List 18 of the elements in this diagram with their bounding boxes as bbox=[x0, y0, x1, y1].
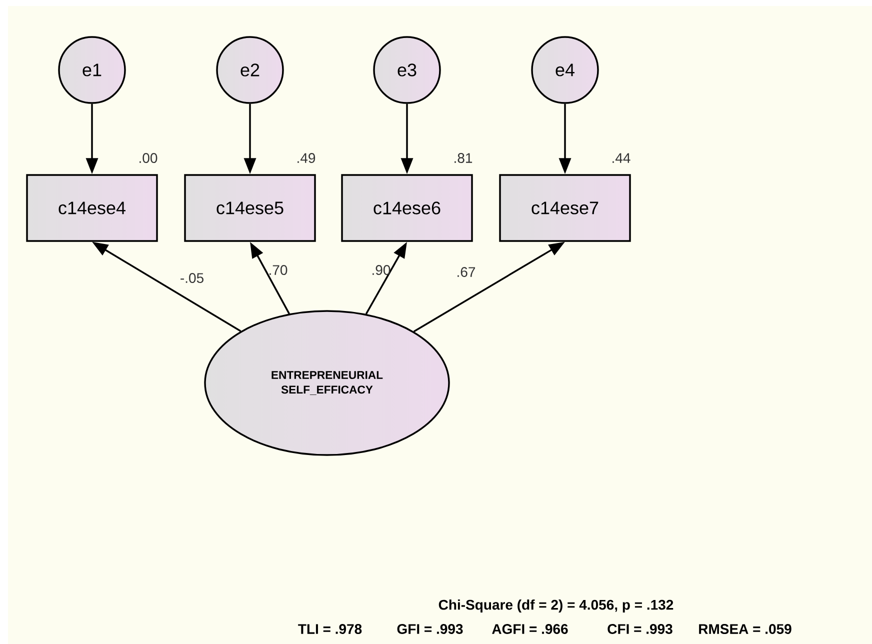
coefficient-label: .90 bbox=[372, 265, 390, 275]
variance-label: .81 bbox=[454, 153, 472, 163]
fit-statistic: RMSEA = .059 bbox=[699, 624, 792, 634]
coefficient-label: .70 bbox=[270, 265, 288, 275]
variable-box: c14ese7 bbox=[499, 174, 631, 242]
fit-statistic: Chi-Square (df = 2) = 4.056, p = .132 bbox=[438, 599, 674, 613]
variable-box: c14ese4 bbox=[26, 174, 158, 242]
fit-statistic: AGFI = .966 bbox=[492, 624, 568, 634]
variable-box: c14ese5 bbox=[184, 174, 316, 242]
fit-statistic: GFI = .993 bbox=[397, 624, 463, 634]
variance-label: .49 bbox=[298, 153, 316, 163]
variable-box: c14ese6 bbox=[341, 174, 473, 242]
variance-label: .00 bbox=[140, 153, 158, 163]
coefficient-label: .67 bbox=[458, 267, 476, 277]
variance-label: .44 bbox=[612, 153, 630, 163]
fit-statistic: CFI = .993 bbox=[608, 624, 672, 634]
coefficient-label: -.05 bbox=[180, 273, 204, 283]
fit-statistic: TLI = .978 bbox=[298, 624, 362, 634]
